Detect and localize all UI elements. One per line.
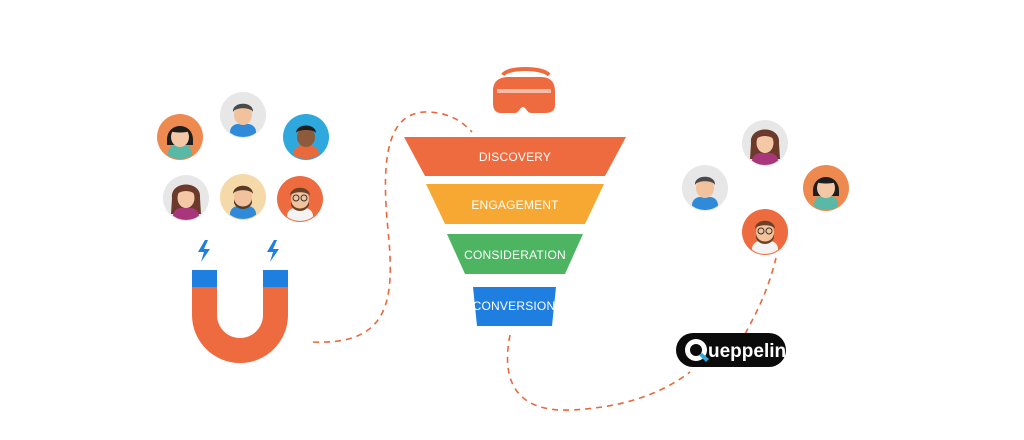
avatar-man-short-hair-right [682,165,728,211]
funnel-label-engagement: ENGAGEMENT [471,198,559,212]
funnel-stage-discovery: DISCOVERY [404,137,626,176]
funnel-label-conversion: CONVERSION [473,299,556,313]
funnel-label-consideration: CONSIDERATION [464,248,566,262]
dashed-path-funnel-to-customers [506,334,691,411]
lightning-icon [198,240,210,262]
vr-headset-icon [493,67,555,113]
dashed-path-magnet-to-funnel [312,111,473,343]
avatar-man-glasses-right [742,209,788,255]
funnel-stage-consideration: CONSIDERATION [447,234,583,274]
funnel-stage-engagement: ENGAGEMENT [426,184,604,224]
avatar-woman-long-hair [163,175,209,221]
avatar-man-beard [220,174,266,220]
avatar-man-glasses [277,176,323,222]
dashed-path-brand-to-customers [744,257,777,335]
avatar-woman-bob-right [803,165,849,211]
brand-logo: ueppelin [676,333,786,367]
funnel-label-discovery: DISCOVERY [479,150,551,164]
lightning-icon [267,240,279,262]
funnel-stage-conversion: CONVERSION [473,287,556,326]
magnet-icon [192,240,288,363]
avatar-woman-bob [157,114,203,160]
brand-logo-text: ueppelin [708,341,786,362]
funnel: DISCOVERY ENGAGEMENT CONSIDERATION CONVE… [404,137,626,326]
avatar-man-short-hair [220,92,266,138]
avatar-man-dark-skin [283,114,329,160]
avatar-woman-long-hair-right [742,120,788,166]
